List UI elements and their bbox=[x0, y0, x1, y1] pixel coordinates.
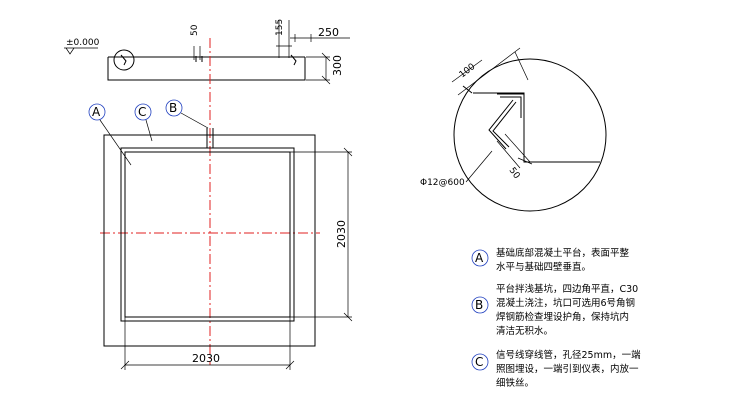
groove-mark bbox=[195, 56, 203, 62]
detail-view: 100 50 Φ12@600 bbox=[420, 47, 607, 212]
note-c-line-1: 信号线穿线管，孔径25mm，一端 bbox=[496, 349, 641, 361]
callout-b-leader bbox=[180, 112, 209, 129]
callout-a-circle bbox=[88, 103, 106, 121]
detail-callout-circle bbox=[113, 49, 135, 71]
conduit-marker bbox=[206, 128, 214, 148]
note-b-circle bbox=[471, 296, 489, 314]
note-b-line-3: 焊钢筋检查埋设护角，保持坑内 bbox=[496, 311, 629, 323]
note-a-line-2: 水平与基础四壁垂直。 bbox=[496, 261, 591, 273]
dim-50-detail-label: 50 bbox=[507, 166, 522, 181]
notes-panel: A 基础底部混凝土平台，表面平整 水平与基础四壁垂直。 B 平台拌浅基坑，四边角… bbox=[471, 247, 641, 389]
detail-anchor-right bbox=[290, 54, 297, 66]
dim-50-lines bbox=[193, 46, 201, 60]
callout-a-leader bbox=[99, 119, 132, 166]
dim-155: 155 bbox=[275, 19, 285, 36]
anchor-bar-2 bbox=[492, 101, 517, 148]
callout-c-leader bbox=[145, 119, 153, 142]
dim-100-label: 100 bbox=[458, 62, 478, 81]
plan-view: A C B 2030 2030 bbox=[88, 99, 353, 370]
dim-250-lines bbox=[290, 34, 350, 42]
note-c-line-2: 照图埋设，一端引到仪表，内放一 bbox=[496, 363, 639, 375]
note-a-tag: A bbox=[475, 251, 484, 265]
dim-bottom-lines bbox=[120, 317, 295, 370]
callout-b-circle bbox=[165, 99, 183, 117]
note-b-line-4: 清洁无积水。 bbox=[496, 325, 553, 337]
callout-b-label: B bbox=[169, 101, 177, 115]
dim-300: 300 bbox=[331, 55, 344, 76]
dim-right-label: 2030 bbox=[335, 220, 348, 248]
callout-c-label: C bbox=[138, 105, 146, 119]
dim-bottom-label: 2030 bbox=[192, 352, 220, 365]
dim-50-detail-lines bbox=[496, 133, 533, 169]
section-outline bbox=[107, 57, 306, 81]
note-c-circle bbox=[471, 353, 489, 371]
note-b-tag: B bbox=[475, 298, 483, 312]
detail-slab-left bbox=[462, 85, 473, 94]
note-b-line-2: 混凝土浇注，坑口可选用6号角钢 bbox=[496, 297, 635, 309]
dim-300-lines bbox=[306, 52, 331, 85]
angle-iron-inner bbox=[500, 96, 522, 118]
dim-50-section: 50 bbox=[190, 24, 200, 36]
anchor-bar bbox=[488, 99, 514, 150]
detail-anchor-left bbox=[120, 54, 127, 66]
section-view: ±0.000 50 155 250 300 bbox=[64, 19, 350, 85]
dim-155-lines bbox=[276, 20, 292, 58]
note-c-line-3: 细铁丝。 bbox=[496, 377, 534, 389]
detail-circle bbox=[453, 58, 607, 212]
plan-pit-outer bbox=[120, 147, 295, 322]
plan-pit-inner bbox=[124, 151, 291, 318]
detail-slab-edge bbox=[473, 92, 600, 163]
dim-250: 250 bbox=[318, 26, 339, 39]
note-a-circle bbox=[471, 249, 489, 267]
callout-c-circle bbox=[134, 103, 152, 121]
plan-outer-edge bbox=[103, 134, 316, 347]
note-a-line-1: 基础底部混凝土平台，表面平整 bbox=[496, 247, 630, 259]
rebar-leader bbox=[465, 150, 493, 183]
elevation-label: ±0.000 bbox=[66, 38, 100, 48]
dim-100-lines bbox=[451, 47, 529, 96]
note-c-tag: C bbox=[475, 355, 483, 369]
dim-right-lines bbox=[290, 147, 353, 322]
callout-a-label: A bbox=[92, 105, 101, 119]
rebar-label: Φ12@600 bbox=[420, 178, 465, 188]
elevation-marker bbox=[64, 47, 98, 55]
angle-iron bbox=[497, 93, 525, 120]
note-b-line-1: 平台拌浅基坑，四边角平直，C30 bbox=[496, 283, 638, 295]
